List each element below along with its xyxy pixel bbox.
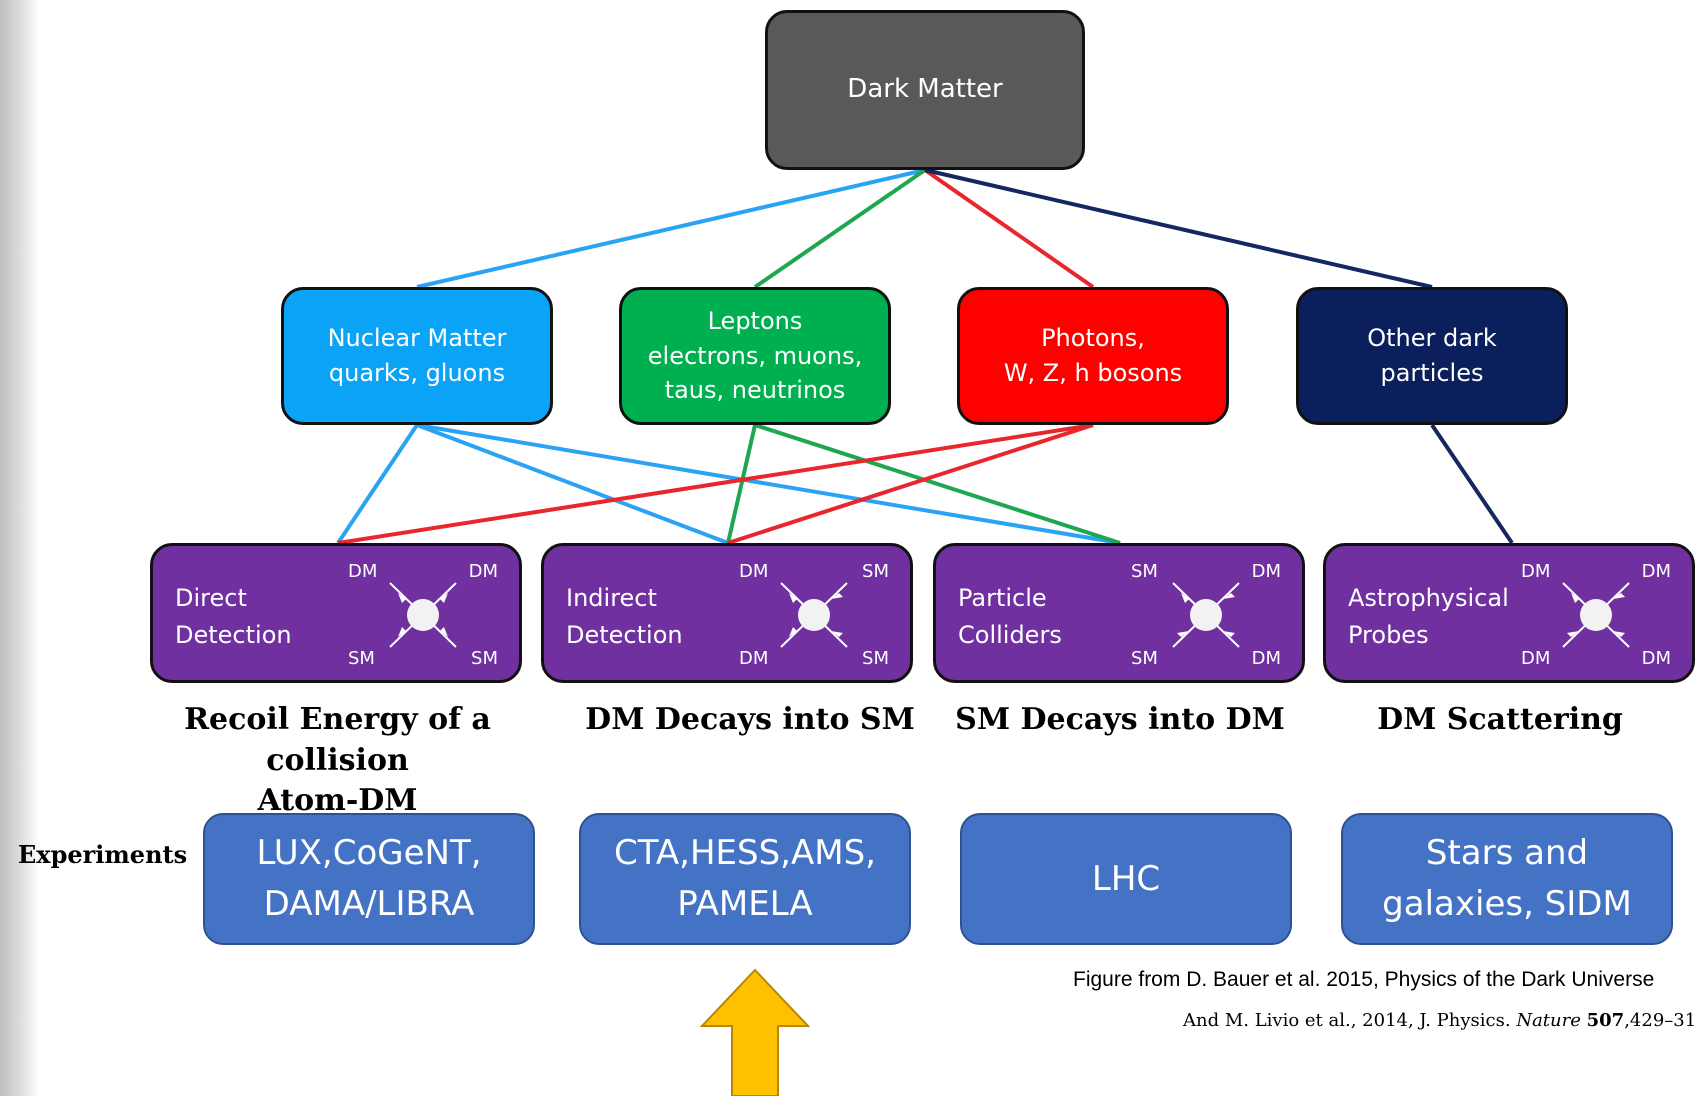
- experiment-box: Stars and galaxies, SIDM: [1341, 813, 1673, 945]
- direct-detection-node: Direct Detection DM DM SM SM: [150, 543, 522, 683]
- arrow-shape: [700, 968, 810, 1096]
- link-photons-indirect: [727, 423, 1094, 545]
- particle-label: DM: [739, 648, 769, 669]
- other-dark-particles-node: Other dark particles: [1296, 287, 1568, 425]
- particle-label: DM: [1251, 648, 1281, 669]
- experiments-label: Experiments: [18, 840, 188, 869]
- feynman-vertex: SM DM SM DM: [1131, 561, 1281, 669]
- link-dm-other: [924, 168, 1433, 289]
- dark-matter-node: Dark Matter: [765, 10, 1085, 170]
- nuclear-matter-node: Nuclear Matter quarks, gluons: [281, 287, 553, 425]
- particle-label: DM: [1521, 648, 1551, 669]
- particle-label: DM: [1251, 561, 1281, 582]
- caption-sm-decays: SM Decays into DM: [955, 702, 1285, 737]
- link-dm-nuclear: [416, 168, 926, 289]
- detection-label: Astrophysical Probes: [1348, 584, 1509, 650]
- link-nuclear-colliders: [416, 423, 1121, 545]
- vertex-diagram-icon: [780, 582, 848, 648]
- link-leptons-indirect: [726, 424, 757, 544]
- link-other-astro: [1430, 423, 1514, 545]
- particle-label: DM: [1641, 648, 1671, 669]
- detection-label: Indirect Detection: [566, 584, 683, 650]
- caption-recoil-energy: Recoil Energy of a collision Atom-DM: [184, 702, 491, 818]
- reference-line-1: Figure from D. Bauer et al. 2015, Physic…: [1073, 968, 1655, 991]
- link-photons-direct: [337, 423, 1094, 545]
- up-arrow-icon: [700, 968, 810, 1096]
- link-nuclear-indirect: [416, 423, 729, 545]
- astrophysical-probes-node: Astrophysical Probes DM DM DM DM: [1323, 543, 1695, 683]
- particle-label: SM: [471, 648, 498, 669]
- feynman-vertex: DM DM SM SM: [348, 561, 498, 669]
- feynman-vertex: DM DM DM DM: [1521, 561, 1671, 669]
- experiment-box: LUX,CoGeNT, DAMA/LIBRA: [203, 813, 535, 945]
- leptons-node: Leptons electrons, muons, taus, neutrino…: [619, 287, 891, 425]
- particle-colliders-node: Particle Colliders SM DM SM DM: [933, 543, 1305, 683]
- feynman-vertex: DM SM DM SM: [739, 561, 889, 669]
- left-edge-shade: [0, 0, 40, 1096]
- particle-label: DM: [1641, 561, 1671, 582]
- indirect-detection-node: Indirect Detection DM SM DM SM: [541, 543, 913, 683]
- particle-label: SM: [862, 561, 889, 582]
- vertex-diagram-icon: [389, 582, 457, 648]
- particle-label: DM: [348, 561, 378, 582]
- particle-label: SM: [348, 648, 375, 669]
- reference-pages: ,429–31: [1624, 1010, 1697, 1031]
- vertex-diagram-icon: [1172, 582, 1240, 648]
- link-dm-leptons: [753, 168, 927, 289]
- link-dm-photons: [923, 168, 1095, 289]
- particle-label: DM: [468, 561, 498, 582]
- reference-journal: Nature: [1516, 1010, 1581, 1031]
- photons-bosons-node: Photons, W, Z, h bosons: [957, 287, 1229, 425]
- detection-label: Particle Colliders: [958, 584, 1062, 650]
- particle-label: DM: [1521, 561, 1551, 582]
- particle-label: DM: [739, 561, 769, 582]
- particle-label: SM: [1131, 648, 1158, 669]
- reference-line-2: And M. Livio et al., 2014, J. Physics. N…: [1183, 1010, 1696, 1031]
- particle-label: SM: [862, 648, 889, 669]
- experiment-box: LHC: [960, 813, 1292, 945]
- particle-label: SM: [1131, 561, 1158, 582]
- reference-prefix: And M. Livio et al., 2014, J. Physics.: [1183, 1010, 1517, 1031]
- vertex-diagram-icon: [1562, 582, 1630, 648]
- link-nuclear-direct: [336, 423, 419, 545]
- reference-volume: 507: [1586, 1010, 1625, 1031]
- caption-dm-decays: DM Decays into SM: [585, 702, 915, 737]
- caption-dm-scattering: DM Scattering: [1377, 702, 1623, 737]
- experiment-box: CTA,HESS,AMS, PAMELA: [579, 813, 911, 945]
- link-leptons-colliders: [754, 423, 1121, 545]
- detection-label: Direct Detection: [175, 584, 292, 650]
